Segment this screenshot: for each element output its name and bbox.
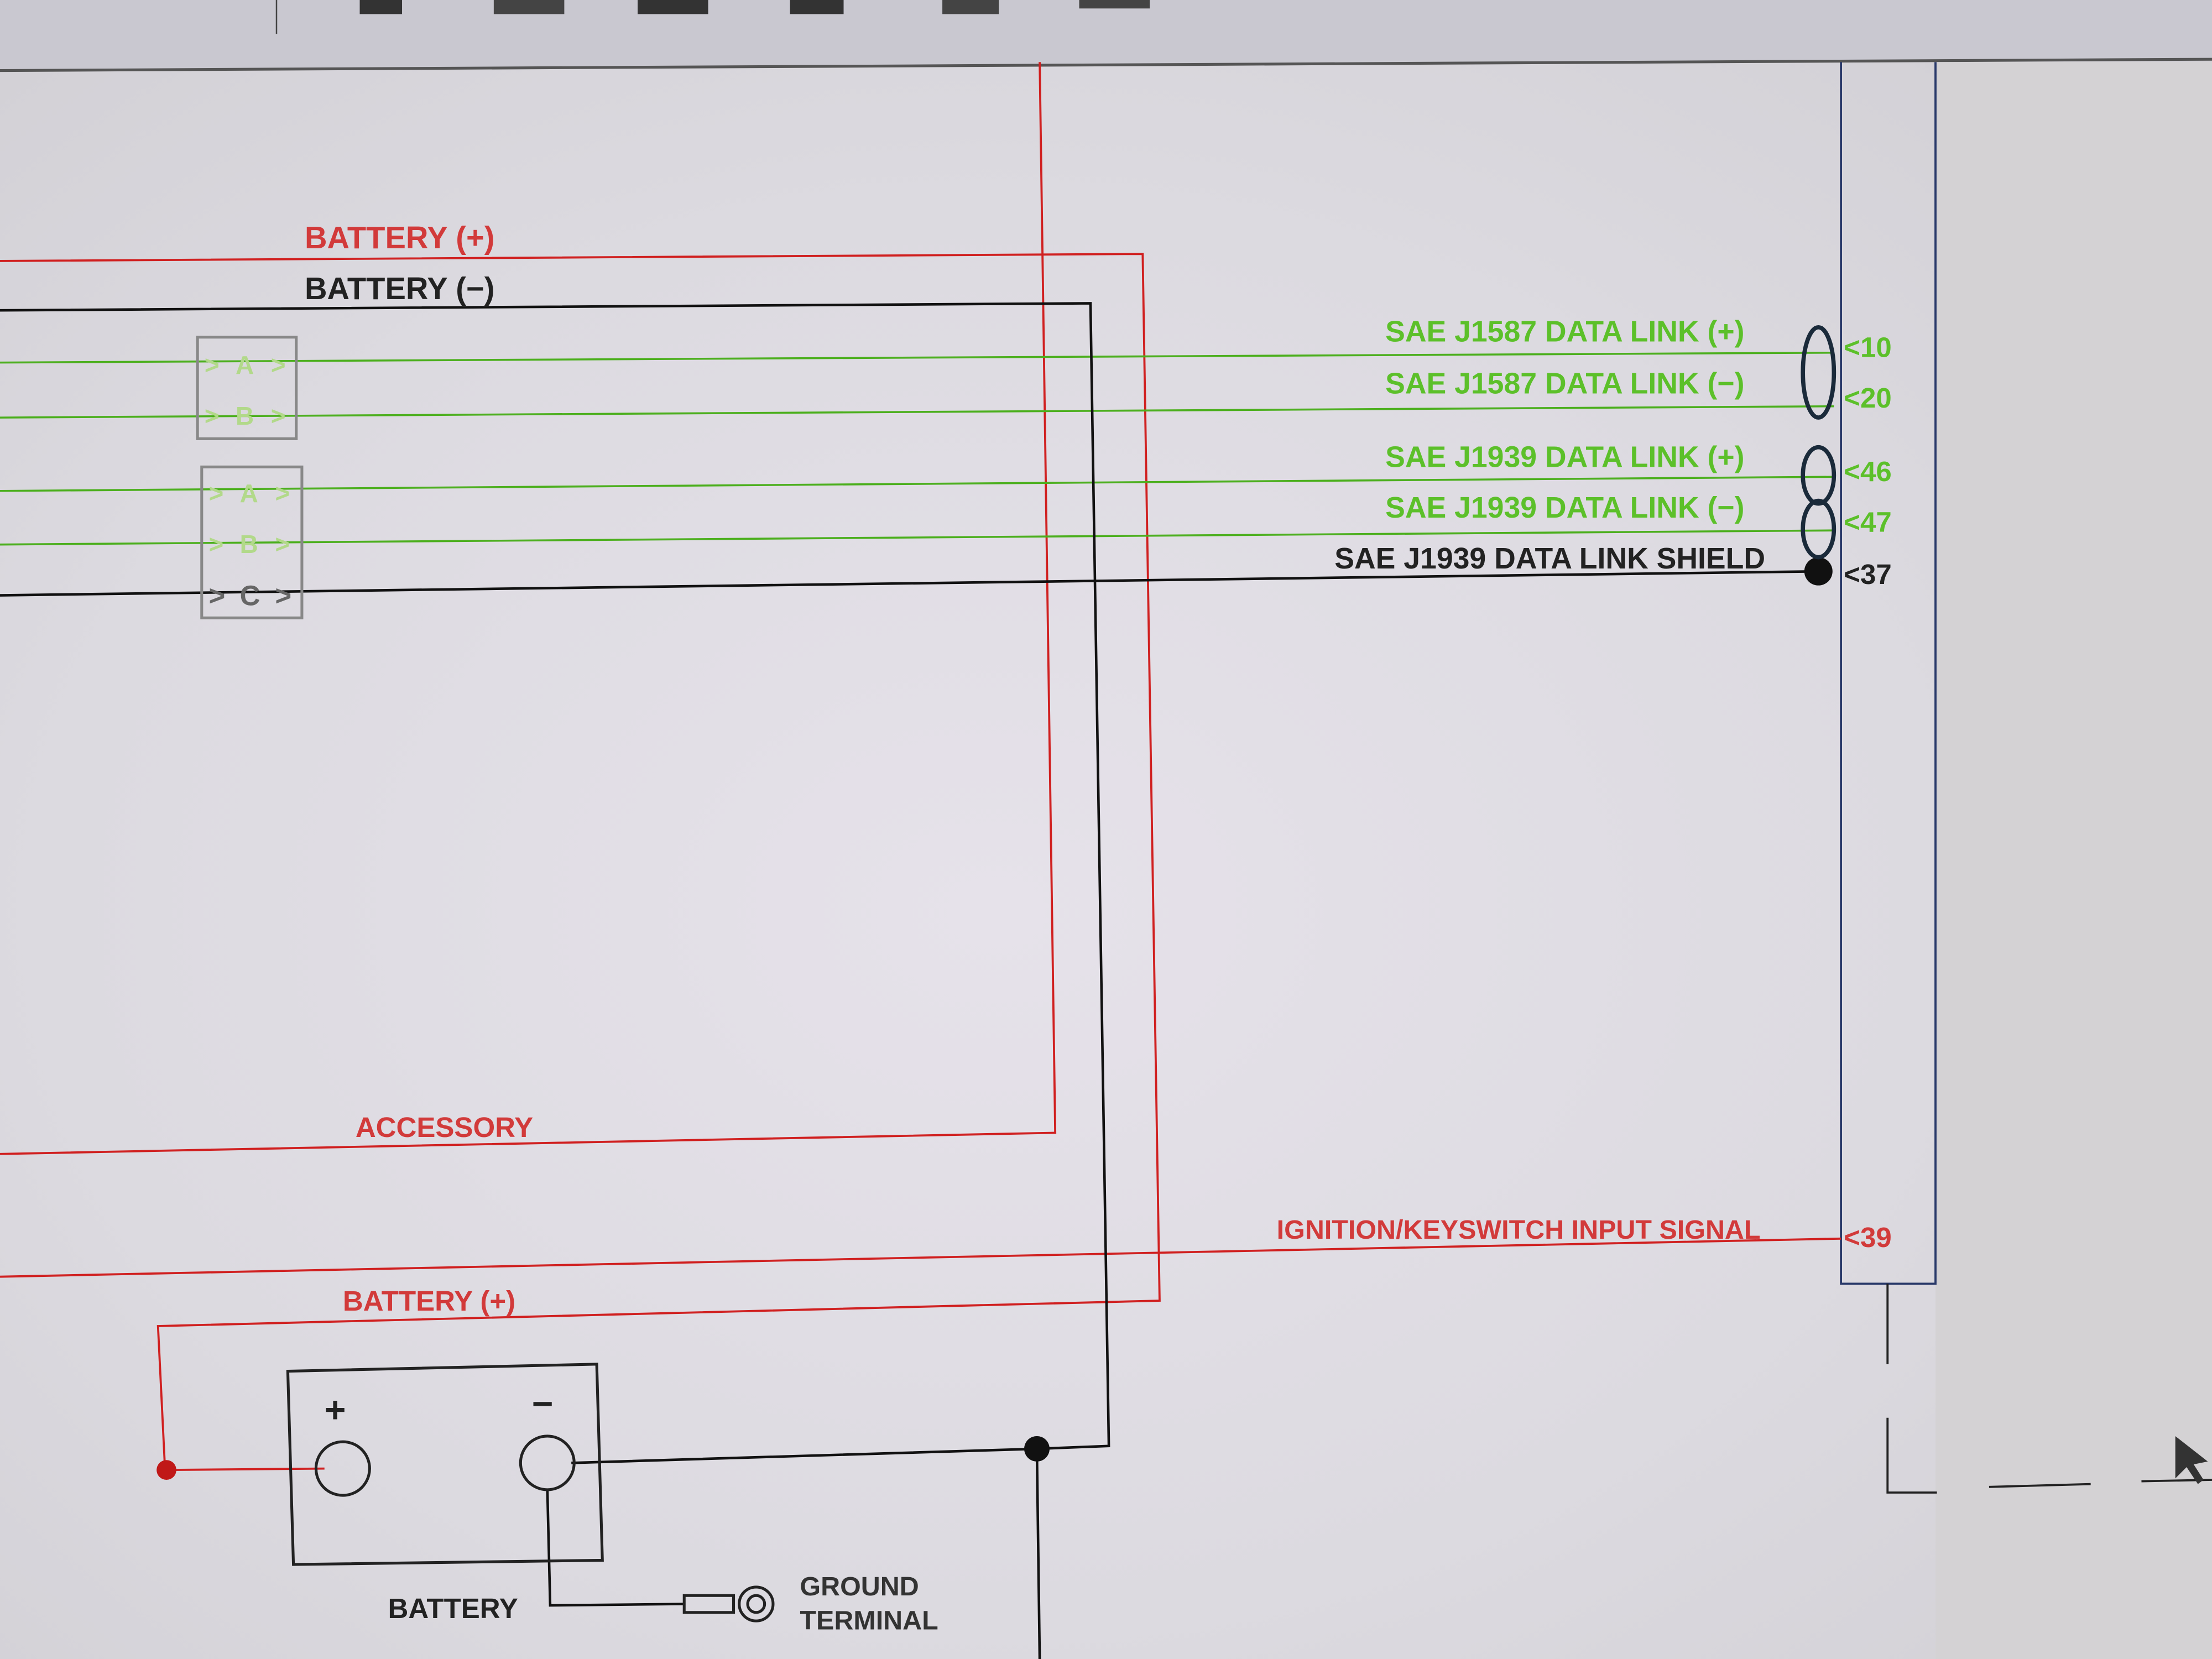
battery-pos-wire [0,253,1161,1472]
splice-dot [1024,1436,1050,1462]
eraser-icon[interactable] [638,0,708,14]
toolbar [0,0,2212,72]
shield-label: SAE J1939 DATA LINK SHIELD [1334,542,1765,575]
twisted-pair-icon [1801,445,1837,506]
pin-number: <39 [1844,1222,1892,1253]
accessory-wire [0,62,1057,1155]
battery-neg-terminal [519,1434,576,1491]
arrows-icon[interactable] [1079,0,1150,9]
j1939-neg-label: SAE J1939 DATA LINK (−) [1385,492,1744,524]
j1587-neg-label: SAE J1587 DATA LINK (−) [1385,368,1744,400]
j1587-pos-label: SAE J1587 DATA LINK (+) [1385,315,1744,348]
connector-pin: B [236,401,254,430]
ground-terminal-symbol [682,1585,775,1623]
connector-pin: > [209,580,226,611]
battery-pos-label: BATTERY (+) [305,220,494,255]
connector-1: > A > > B > [196,336,298,440]
twisted-pair-icon [1801,498,1837,560]
connector-pin: > [275,479,290,508]
j1587-neg-wire [0,405,1834,419]
accessory-label: ACCESSORY [356,1112,533,1143]
connector-pin: > [209,530,224,559]
toolbar-background [0,0,2212,71]
battery-neg-wire [0,302,1110,1464]
side-margin [1936,62,2212,1659]
connector-pin: > [205,351,220,379]
battery-symbol: + − [286,1363,604,1566]
j1939-neg-wire [0,529,1834,546]
j1587-pos-wire [0,351,1834,364]
pin-number: <46 [1844,456,1892,487]
edit-icon[interactable] [790,0,844,14]
battery-pos-lower-label: BATTERY (+) [343,1285,515,1317]
connector-pin: > [275,580,291,611]
battery-pos-terminal [314,1440,371,1497]
pen-icon[interactable] [493,0,565,14]
partial-border [1886,1284,2212,1494]
connector-pin: > [209,479,224,508]
page-icon[interactable] [942,0,999,14]
connector-pin: > [275,530,290,559]
connector-pin: A [236,351,254,379]
shield-dot [1804,557,1833,586]
splice-dot [156,1460,176,1480]
j1939-pos-wire [0,476,1834,492]
pin-number: <10 [1844,331,1892,363]
pin-number: <20 [1844,382,1892,414]
toolbar-divider [0,58,2212,72]
connector-pin: C [240,580,260,611]
pin-number: <47 [1844,507,1892,538]
ignition-wire [0,1237,1841,1278]
connector-pin: > [271,401,286,430]
battery-label: BATTERY [388,1593,518,1624]
connector-pin: > [271,351,286,379]
ground-terminal-label: GROUND [800,1572,919,1601]
connector-2: > A > > B > > C > [200,465,304,619]
minus-sign: − [532,1384,554,1425]
ground-terminal-wire [546,1489,685,1607]
twisted-pair-icon [1801,325,1837,420]
comment-icon[interactable] [359,0,403,14]
connector-pin: B [240,530,258,559]
ground-terminal-label: TERMINAL [800,1605,938,1635]
connector-pin: > [205,401,220,430]
ecm-connector [1840,62,1937,1285]
plus-sign: + [325,1389,346,1430]
connector-pin: A [240,479,258,508]
pin-number: <37 [1844,559,1892,590]
ignition-label: IGNITION/KEYSWITCH INPUT SIGNAL [1277,1215,1761,1245]
mouse-cursor-icon [2175,1436,2208,1484]
j1939-pos-label: SAE J1939 DATA LINK (+) [1385,441,1744,473]
ground-wire [1035,1448,1041,1659]
battery-neg-label: BATTERY (−) [305,271,494,306]
